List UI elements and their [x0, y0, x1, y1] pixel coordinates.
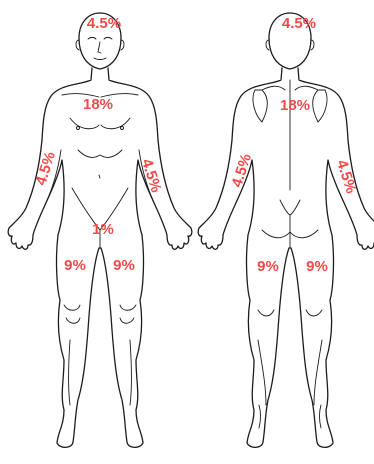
human-back-outline-icon	[198, 13, 374, 447]
front-head-label: 4.5%	[87, 15, 121, 32]
back-head-label: 4.5%	[282, 15, 316, 32]
back-left-arm-label: 4.5%	[228, 152, 255, 190]
front-chest-label: 18%	[83, 96, 113, 113]
front-right-leg-label: 9%	[64, 257, 86, 274]
back-right-leg-label: 9%	[306, 258, 328, 275]
back-right-arm-label: 4.5%	[333, 158, 360, 196]
front-groin-label: 1%	[92, 221, 114, 238]
front-left-leg-label: 9%	[113, 257, 135, 274]
back-left-leg-label: 9%	[257, 258, 279, 275]
back-upper-label: 18%	[280, 97, 310, 114]
